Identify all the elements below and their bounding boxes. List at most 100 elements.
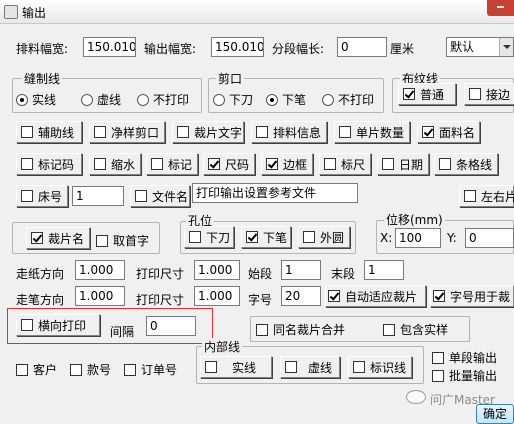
ruler-checkbox[interactable]: 标尺 (319, 153, 371, 175)
inner-mark-checkbox[interactable]: 标识线 (348, 356, 412, 378)
grid-line-checkbox[interactable]: 条格线 (434, 153, 498, 175)
order-number-checkbox[interactable]: 订单号 (124, 361, 177, 378)
checkbox-label: 标记 (168, 157, 193, 172)
stitch-solid-radio[interactable]: 实线 (16, 91, 56, 108)
checkbox-icon (439, 158, 451, 170)
pen-print-size-input[interactable]: 1.000 (194, 286, 240, 306)
layout-width-input[interactable]: 150.010 (83, 37, 136, 57)
hole-circle-checkbox[interactable]: 外圆 (298, 226, 350, 248)
include-real-checkbox[interactable]: 包含实样 (383, 321, 448, 338)
inner-line-group (196, 346, 424, 384)
inner-solid-checkbox[interactable]: 实线 (200, 356, 272, 378)
pen-dir-input[interactable]: 1.000 (75, 286, 125, 306)
batch-output-checkbox[interactable]: 批量输出 (432, 367, 497, 384)
wechat-icon (406, 390, 426, 404)
bed-number-input[interactable]: 1 (72, 186, 124, 206)
grain-edge-checkbox[interactable]: 接边 (464, 83, 514, 105)
close-icon[interactable] (487, 0, 514, 16)
piece-name-checkbox[interactable]: 裁片名 (26, 227, 90, 249)
checkbox-icon (31, 232, 43, 244)
date-checkbox[interactable]: 日期 (377, 153, 429, 175)
auto-fit-checkbox[interactable]: 自动适应裁片 (325, 285, 426, 307)
filename-input[interactable]: 打印输出设置参考文件 (192, 183, 358, 203)
checkbox-label: 订单号 (141, 363, 178, 377)
start-segment-label: 始段 (248, 267, 273, 281)
hole-knife-checkbox[interactable]: 下刀 (184, 226, 234, 248)
bed-number-checkbox[interactable]: 床号 (16, 185, 68, 207)
cut-pen-radio[interactable]: 下笔 (266, 91, 306, 108)
layout-width-label: 排料幅宽: (16, 42, 69, 56)
checkbox-label: 外圆 (320, 230, 345, 245)
preset-value: 默认 (450, 40, 475, 54)
checkbox-label: 辅助线 (38, 125, 75, 140)
checkbox-label: 下刀 (206, 230, 231, 245)
fabric-name-checkbox[interactable]: 面料名 (417, 121, 480, 143)
same-name-merge-checkbox[interactable]: 同名裁片合并 (256, 321, 345, 338)
checkbox-icon (324, 158, 336, 170)
horizontal-print-checkbox[interactable]: 横向打印 (16, 314, 100, 336)
paper-dir-input[interactable]: 1.000 (75, 260, 125, 280)
inner-dash-checkbox[interactable]: 虚线 (280, 356, 340, 378)
stitch-none-radio[interactable]: 不打印 (137, 91, 189, 108)
segment-length-input[interactable]: 0 (337, 37, 387, 57)
checkbox-label: 床号 (38, 189, 63, 204)
hole-group (180, 221, 356, 254)
style-number-checkbox[interactable]: 款号 (70, 361, 111, 378)
radio-label: 下笔 (282, 93, 307, 107)
unit-label: 厘米 (390, 42, 415, 56)
filename-checkbox[interactable]: 文件名 (130, 185, 190, 207)
start-segment-input[interactable]: 1 (281, 260, 321, 280)
checkbox-icon (469, 88, 481, 100)
left-right-checkbox[interactable]: 左右片 (459, 185, 514, 207)
net-cut-checkbox[interactable]: 净样剪口 (89, 121, 165, 143)
checkbox-label: 边框 (283, 157, 308, 172)
checkbox-icon (208, 158, 220, 170)
stitch-dash-radio[interactable]: 虚线 (81, 91, 121, 108)
offset-y-input[interactable]: 0 (465, 228, 514, 248)
customer-checkbox[interactable]: 客户 (16, 361, 57, 378)
mark-code-checkbox[interactable]: 标记码 (16, 153, 82, 175)
grain-normal-checkbox[interactable]: 普通 (398, 83, 456, 105)
checkbox-icon (246, 231, 258, 243)
layout-info-checkbox[interactable]: 排料信息 (251, 121, 327, 143)
end-segment-input[interactable]: 1 (364, 260, 404, 280)
border-checkbox[interactable]: 边框 (261, 153, 313, 175)
checkbox-icon (403, 88, 415, 100)
checkbox-label: 虚线 (308, 360, 333, 375)
checkbox-icon (464, 190, 476, 202)
output-width-label: 输出幅宽: (144, 42, 197, 56)
cut-knife-radio[interactable]: 下刀 (213, 91, 253, 108)
inner-line-title: 内部线 (202, 338, 243, 355)
single-qty-checkbox[interactable]: 单片数量 (334, 121, 410, 143)
paper-print-size-input[interactable]: 1.000 (194, 260, 240, 280)
checkbox-icon (256, 126, 268, 138)
shrink-checkbox[interactable]: 缩水 (89, 153, 141, 175)
hole-pen-checkbox[interactable]: 下笔 (241, 226, 291, 248)
first-char-checkbox[interactable]: 取首字 (96, 232, 149, 249)
aux-line-checkbox[interactable]: 辅助线 (16, 121, 82, 143)
checkbox-label: 包含实样 (400, 323, 449, 337)
checkbox-label: 日期 (399, 157, 424, 172)
mark-checkbox[interactable]: 标记 (146, 153, 198, 175)
output-width-input[interactable]: 150.010 (211, 37, 264, 57)
checkbox-icon (135, 190, 147, 202)
cut-none-radio[interactable]: 不打印 (322, 91, 374, 108)
checkbox-icon (151, 158, 163, 170)
pen-print-size-label: 打印尺寸 (136, 293, 185, 307)
checkbox-label: 字号用于裁 (450, 289, 511, 304)
font-size-input[interactable]: 20 (281, 286, 321, 306)
offset-x-input[interactable]: 100 (395, 228, 441, 248)
checkbox-label: 款号 (87, 363, 112, 377)
gap-input[interactable]: 0 (146, 316, 196, 336)
preset-select[interactable]: 默认 (446, 37, 514, 57)
checkbox-icon (285, 361, 297, 373)
checkbox-label: 裁片名 (48, 231, 85, 246)
single-output-checkbox[interactable]: 单段输出 (432, 349, 497, 366)
checkbox-icon (256, 323, 268, 336)
font-for-piece-checkbox[interactable]: 字号用于裁 (430, 285, 514, 307)
grain-line-title: 布纹线 (400, 70, 441, 87)
size-checkbox[interactable]: 尺码 (203, 153, 255, 175)
piece-text-checkbox[interactable]: 裁片文字 (172, 121, 244, 143)
gap-label: 间隔 (110, 325, 135, 339)
ok-button[interactable]: 确定 (476, 404, 514, 424)
